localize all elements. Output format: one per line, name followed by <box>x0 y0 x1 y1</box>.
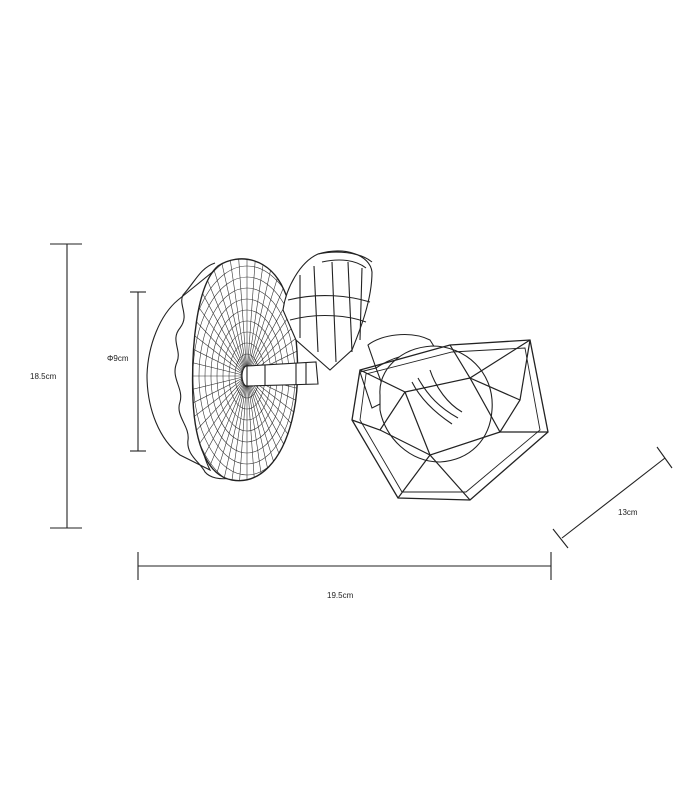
diameter-dimension-line <box>130 291 146 452</box>
geometric-cage <box>351 339 549 501</box>
width-label: 19.5cm <box>327 591 354 600</box>
height-dimension-line <box>50 243 82 529</box>
diameter-label: Φ9cm <box>107 354 129 363</box>
depth-label: 13cm <box>618 508 638 517</box>
depth-dimension-line <box>552 446 673 549</box>
width-dimension-line <box>137 552 552 580</box>
connecting-arm <box>241 361 319 387</box>
mesh-disc-outline <box>191 258 299 482</box>
height-label: 18.5cm <box>30 372 57 381</box>
dimension-lines <box>50 243 673 580</box>
wall-plate-scallop-edge <box>174 262 233 480</box>
cylinder-cage <box>282 250 373 371</box>
bulb <box>379 345 493 463</box>
